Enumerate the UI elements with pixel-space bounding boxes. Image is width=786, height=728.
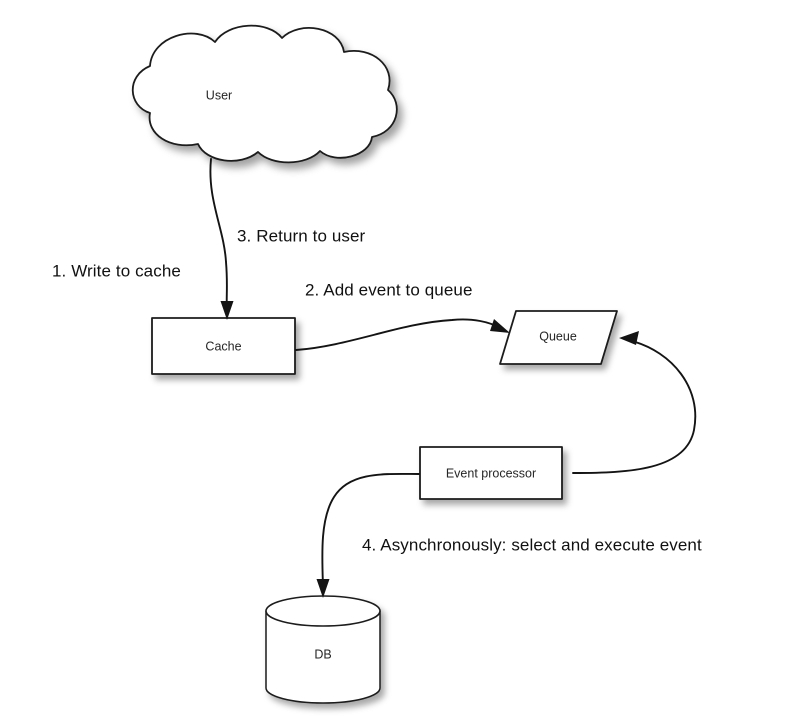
edge-queue-to-event-processor-line — [572, 340, 697, 474]
edge-user-to-cache — [209, 158, 234, 320]
edge-user-to-cache-line — [209, 158, 228, 310]
node-event-processor[interactable]: Event processor — [419, 446, 563, 500]
node-db-label: DB — [314, 647, 331, 661]
node-event-processor-label: Event processor — [446, 466, 536, 480]
step-label-1: 1. Write to cache — [52, 261, 181, 280]
cloud-shape — [131, 24, 398, 164]
step-label-2: 2. Add event to queue — [305, 280, 473, 299]
node-user-label: User — [206, 88, 232, 102]
node-cache[interactable]: Cache — [151, 317, 296, 375]
edge-cache-to-queue — [295, 318, 510, 351]
edge-cache-to-queue-arrowhead — [490, 319, 510, 333]
node-queue[interactable]: Queue — [499, 310, 618, 365]
edge-user-to-cache-arrowhead — [220, 301, 234, 320]
cache-shape — [151, 317, 296, 375]
event-processor-shape — [419, 446, 563, 500]
edge-queue-to-event-processor-arrowhead — [619, 331, 639, 345]
step-label-3: 3. Return to user — [237, 226, 366, 245]
edge-cache-to-queue-line — [295, 318, 501, 351]
db-top-shape — [265, 595, 381, 627]
step-label-4: 4. Asynchronously: select and execute ev… — [362, 535, 702, 554]
node-queue-label: Queue — [539, 329, 577, 343]
edge-queue-to-event-processor — [572, 331, 697, 474]
node-user[interactable]: User — [131, 24, 398, 164]
db-body-shape — [265, 610, 381, 704]
edge-event-processor-to-db — [316, 472, 420, 598]
edge-event-processor-to-db-line — [321, 472, 420, 587]
edge-event-processor-to-db-arrowhead — [316, 579, 330, 598]
queue-shape — [499, 310, 618, 365]
node-db[interactable]: DB — [265, 595, 381, 704]
node-cache-label: Cache — [205, 339, 241, 353]
